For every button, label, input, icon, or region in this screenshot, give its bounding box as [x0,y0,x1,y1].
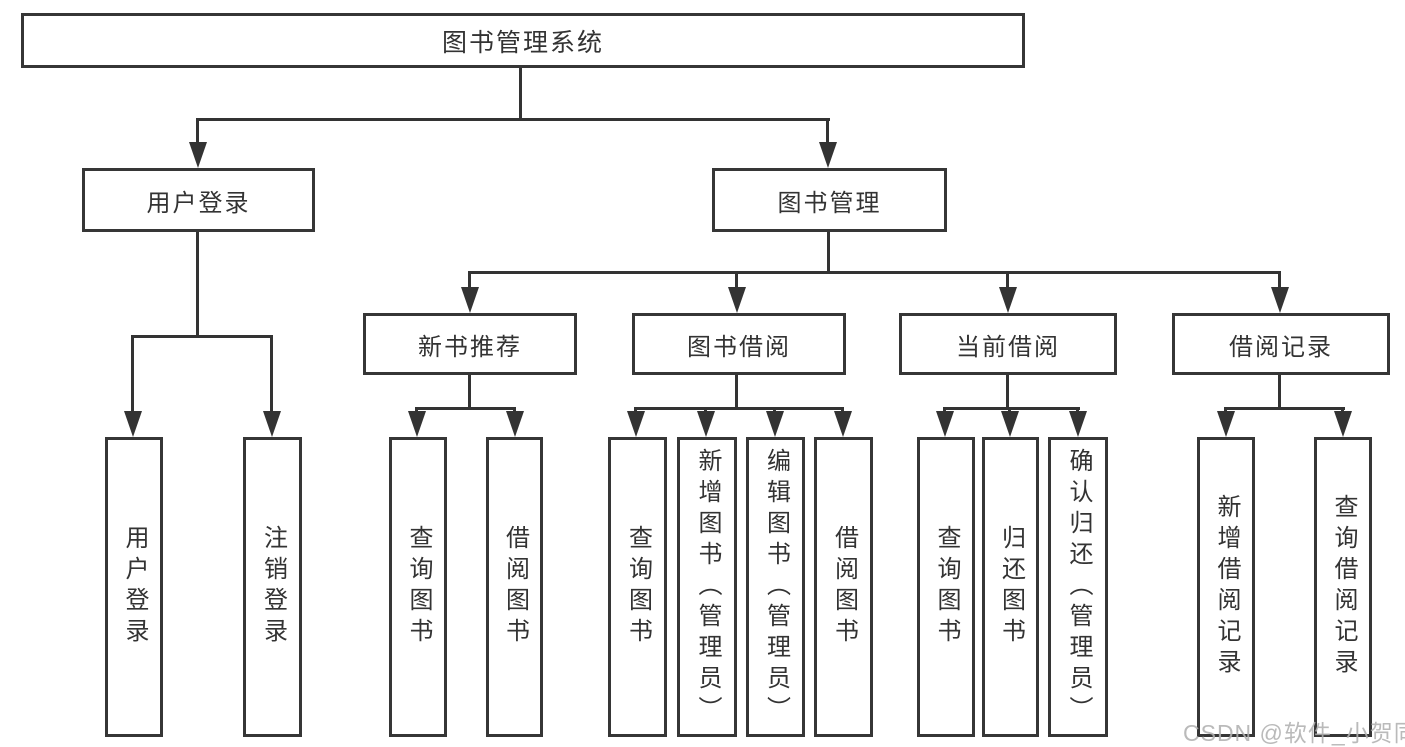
csdn-watermark: CSDN @软件_小贺同学 [1183,720,1405,746]
connector-arrow-nb-borrow [505,407,524,437]
connector-bookborrow-stem [735,375,738,407]
connector-arrow-bb-edit [765,407,784,437]
node-label: 用户登录 [146,189,251,217]
leaf-bookborrow-add-books-admin: 新增图书（管理员） [677,437,737,737]
leaf-logout: 注销登录 [243,437,302,737]
connector-bookborrow-bar [634,407,844,410]
leaf-newbook-query-books: 查询图书 [389,437,447,737]
leaf-currentborrow-query-books: 查询图书 [917,437,975,737]
connector-user-bar [131,335,273,338]
connector-arrow-cb-query [935,407,954,437]
node-book-mgmt: 图书管理 [712,168,947,232]
connector-arrow-leaf-user-login [123,335,142,437]
node-label: 借阅图书 [501,525,529,649]
node-new-book: 新书推荐 [363,313,577,375]
connector-arrow-br-add [1216,407,1235,437]
connector-arrow-current-borrow [998,271,1017,313]
node-label: 图书管理 [777,189,882,217]
connector-arrow-cb-confirm [1068,407,1087,437]
connector-borrowrecord-stem [1278,375,1281,407]
connector-newbook-stem [468,375,471,407]
connector-arrow-bb-borrow [833,407,852,437]
leaf-currentborrow-confirm-return-admin: 确认归还（管理员） [1048,437,1108,737]
connector-mgmt-stem [827,232,830,271]
connector-user-stem [196,232,199,335]
connector-root-stem [519,68,522,118]
node-user-login: 用户登录 [82,168,315,232]
node-label: 查询图书 [624,525,652,649]
connector-currentborrow-stem [1006,375,1009,407]
node-label: 查询借阅记录 [1330,494,1357,680]
node-label: 编辑图书（管理员） [762,447,790,727]
node-book-borrow: 图书借阅 [632,313,846,375]
connector-currentborrow-bar [943,407,1080,410]
node-label: 确认归还（管理员） [1065,447,1092,727]
node-label: 借阅记录 [1229,333,1333,361]
connector-arrow-borrow-record [1270,271,1289,313]
connector-borrowrecord-bar [1224,407,1345,410]
node-borrow-record: 借阅记录 [1172,313,1390,375]
leaf-newbook-borrow-books: 借阅图书 [486,437,543,737]
connector-newbook-bar [415,407,516,410]
node-label: 查询图书 [405,525,432,649]
node-current-borrow: 当前借阅 [899,313,1117,375]
leaf-bookborrow-borrow-books: 借阅图书 [814,437,873,737]
connector-arrow-book-borrow [727,271,746,313]
leaf-user-login: 用户登录 [105,437,163,737]
connector-arrow-bb-add [696,407,715,437]
connector-arrow-br-query [1333,407,1352,437]
leaf-bookborrow-query-books: 查询图书 [608,437,667,737]
leaf-currentborrow-return-books: 归还图书 [982,437,1039,737]
connector-arrow-book-mgmt [818,118,837,168]
node-label: 图书借阅 [687,333,791,361]
node-label: 新增图书（管理员） [694,447,721,727]
node-label: 新增借阅记录 [1213,494,1240,680]
node-label: 归还图书 [997,525,1025,649]
connector-arrow-leaf-logout [262,335,281,437]
node-root: 图书管理系统 [21,13,1025,68]
connector-arrow-nb-query [407,407,426,437]
leaf-borrowrecord-add-record: 新增借阅记录 [1197,437,1255,737]
connector-mgmt-bar [468,271,1281,274]
connector-arrow-new-book [460,271,479,313]
node-label: 新书推荐 [418,333,522,361]
leaf-borrowrecord-query-record: 查询借阅记录 [1314,437,1372,737]
node-label: 图书管理系统 [441,28,604,57]
node-label: 注销登录 [259,525,287,649]
node-label: 当前借阅 [956,333,1060,361]
node-label: 用户登录 [121,525,148,649]
connector-arrow-cb-return [1000,407,1019,437]
connector-arrow-bb-query [626,407,645,437]
connector-root-bar [196,118,830,121]
node-label: 借阅图书 [830,525,858,649]
connector-arrow-user-login [188,118,207,168]
node-label: 查询图书 [933,525,960,649]
leaf-bookborrow-edit-books-admin: 编辑图书（管理员） [746,437,805,737]
